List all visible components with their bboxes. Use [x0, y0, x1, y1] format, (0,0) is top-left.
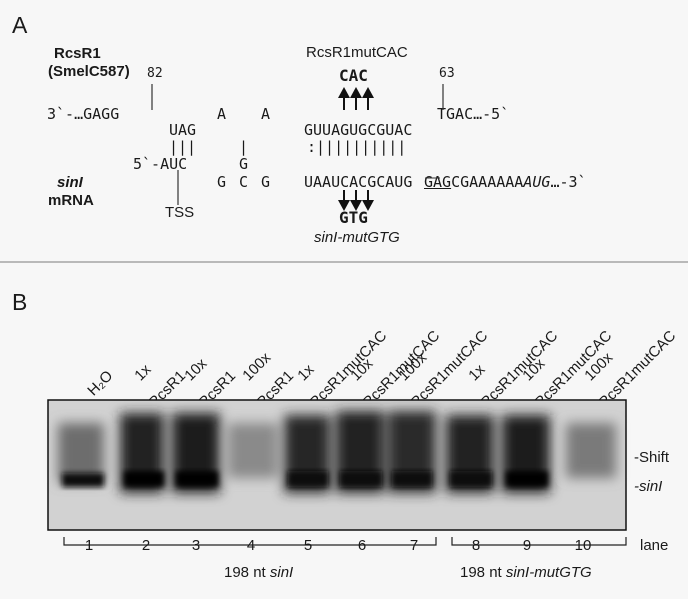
arrow-up-1	[338, 87, 350, 110]
lane-number-8: 8	[471, 537, 481, 554]
panel-divider	[0, 261, 688, 263]
base-pairs-1: |||	[169, 138, 197, 156]
top-strand-prefix: 3`-…GAGG	[47, 105, 120, 123]
mutant-cac-seq: CAC	[339, 66, 368, 85]
lane-number-4: 4	[246, 537, 256, 554]
sinl-label: sinI	[57, 174, 83, 191]
top-loop-a2: A	[261, 105, 271, 123]
panel-a-lines	[151, 84, 444, 211]
arrow-down-1	[338, 190, 350, 211]
group-label-2: 198 nt sinI-mutGTG	[460, 565, 592, 580]
sinl-mutgtg-label: sinI-mutGTG	[314, 229, 400, 246]
position-63: 63	[439, 66, 455, 81]
lane-number-3: 3	[191, 537, 201, 554]
band-label-sinl: -sinI	[634, 478, 663, 495]
bottom-strand-prefix: 5`-AUC	[133, 155, 188, 173]
gel-image	[47, 399, 627, 546]
bottom-suffix-mid: CGAAAAAA	[451, 173, 524, 191]
group-label-1: 198 nt sinI	[224, 565, 293, 580]
lane-number-9: 9	[522, 537, 532, 554]
group-label-2-italic: sinI-mutGTG	[505, 564, 592, 581]
arrow-up-2	[350, 87, 362, 110]
lane-number-7: 7	[409, 537, 419, 554]
arrow-down-3	[362, 190, 374, 211]
top-loop-a1: A	[217, 105, 227, 123]
start-codon: AUG	[523, 173, 551, 191]
panel-letter-b: B	[12, 289, 28, 315]
rcsr1-title: RcsR1	[54, 45, 101, 62]
bottom-loop-c: C	[239, 173, 249, 191]
panel-b: B H₂O 1x RcsR1 10x RcsR1 100x RcsR1 1x R…	[0, 263, 688, 599]
top-paired-2: GUUAGUGCGUAC	[304, 121, 413, 139]
bottom-paired: UAAUCACGCAUG	[304, 173, 413, 191]
mutant-gtg-seq: GTG	[339, 208, 368, 227]
panel-letter-a: A	[12, 12, 28, 38]
gel-bands	[62, 471, 548, 487]
arrow-down-2	[350, 190, 362, 211]
mutant-cac-title: RcsR1mutCAC	[306, 44, 408, 61]
top-strand-suffix: TGAC…-5`	[437, 105, 510, 123]
lane-number-5: 5	[303, 537, 313, 554]
group-label-2-prefix: 198 nt	[460, 564, 506, 581]
rcsr1-strain: (SmelC587)	[48, 63, 130, 80]
bottom-loop-g2: G	[261, 173, 271, 191]
bottom-loop-g1: G	[217, 173, 227, 191]
band-label-shift: -Shift	[634, 449, 670, 466]
bottom-loop-g: G	[239, 155, 249, 173]
group-label-1-prefix: 198 nt	[224, 564, 270, 581]
lane-word: lane	[640, 537, 669, 554]
lane-number-6: 6	[357, 537, 367, 554]
gel-frame	[47, 399, 627, 531]
arrow-up-3	[362, 87, 374, 110]
lane-number-2: 2	[141, 537, 151, 554]
lane-number-1: 1	[84, 537, 94, 554]
group-label-1-italic: sinI	[269, 564, 294, 581]
panel-a: A RcsR1 (SmelC587) RcsR1mutCAC CAC 82 63…	[0, 0, 688, 262]
mrna-label: mRNA	[48, 192, 94, 209]
top-paired-1: UAG	[169, 121, 197, 139]
tss-label: TSS	[165, 204, 195, 221]
base-pair-g: |	[239, 138, 249, 156]
bottom-strand-suffix: GAGCGAAAAAAAUG…-3`	[424, 175, 587, 190]
bracket-group-1	[63, 537, 437, 546]
base-pairs-2: :||||||||||	[307, 138, 407, 156]
bottom-suffix-end: …-3`	[550, 173, 587, 191]
lane-number-10: 10	[574, 537, 592, 554]
position-82: 82	[147, 66, 163, 81]
bracket-group-2	[451, 537, 627, 546]
